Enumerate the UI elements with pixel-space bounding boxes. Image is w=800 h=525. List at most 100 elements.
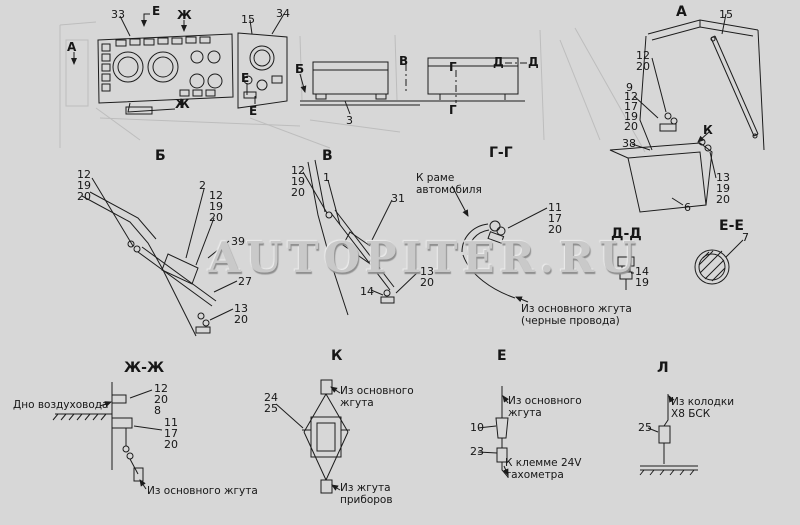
annotation: К клемме 24V тахометра <box>505 457 582 482</box>
annotation: К раме автомобиля <box>416 172 482 197</box>
section-marker: В <box>399 54 409 68</box>
part-number: 20 <box>420 276 434 289</box>
part-number: 19 <box>209 200 223 213</box>
part-number: 15 <box>719 8 733 21</box>
view-k-art <box>275 379 350 494</box>
part-number: 12 <box>209 189 223 202</box>
part-number: 15 <box>241 13 255 26</box>
part-number: 9 <box>626 81 633 94</box>
part-number: 20 <box>636 60 650 73</box>
part-number: 27 <box>238 275 252 288</box>
part-number: 14 <box>360 285 374 298</box>
view-label: Е-Е <box>719 218 744 234</box>
part-number: 19 <box>716 182 730 195</box>
view-label: Г-Г <box>489 145 513 161</box>
section-marker: Ж <box>175 97 190 111</box>
view-label: Б <box>155 148 166 164</box>
view-label: К <box>331 348 343 364</box>
part-number: 25 <box>264 402 278 415</box>
view-v-art <box>302 159 420 316</box>
section-marker: Е <box>152 4 161 18</box>
view-e-art <box>477 386 509 478</box>
part-number: 2 <box>199 179 206 192</box>
part-number: 34 <box>276 7 290 20</box>
view-zhzh-art <box>52 382 163 490</box>
part-number: 12 <box>154 382 168 395</box>
part-number: 39 <box>231 235 245 248</box>
section-marker: А <box>67 40 77 54</box>
part-number: 20 <box>164 438 178 451</box>
part-number: 1 <box>323 171 330 184</box>
part-number: 23 <box>470 445 484 458</box>
part-number: 7 <box>742 231 749 244</box>
view-l-art <box>639 394 698 476</box>
part-number: 19 <box>291 175 305 188</box>
part-number: 13 <box>716 171 730 184</box>
part-number: 24 <box>264 391 278 404</box>
section-marker: Д <box>528 55 539 69</box>
annotation: Из основного жгута (черные провода) <box>521 303 632 328</box>
part-number: 8 <box>154 404 161 417</box>
view-label: Д-Д <box>611 226 642 242</box>
part-number: 3 <box>346 114 353 127</box>
part-number: 10 <box>470 421 484 434</box>
view-dd-art <box>617 256 635 290</box>
section-marker: Е <box>249 104 258 118</box>
section-marker: Г <box>449 60 457 74</box>
part-number: 17 <box>548 212 562 225</box>
view-b-art <box>81 177 238 337</box>
part-number: 20 <box>77 190 91 203</box>
section-marker: Б <box>295 62 305 76</box>
section-marker: Ж <box>177 8 192 22</box>
part-number: 17 <box>164 427 178 440</box>
part-number: 12 <box>636 49 650 62</box>
part-number: 20 <box>548 223 562 236</box>
part-number: 20 <box>291 186 305 199</box>
view-label: А <box>676 4 687 20</box>
part-number: 6 <box>684 201 691 214</box>
part-number: 25 <box>638 421 652 434</box>
section-marker: Г <box>449 103 457 117</box>
part-number: 20 <box>154 393 168 406</box>
dashboard-panel-art <box>97 13 288 115</box>
view-label: Л <box>657 360 669 376</box>
view-ee-art <box>694 239 744 285</box>
annotation: Дно воздуховода <box>13 399 109 411</box>
section-marker-arrows <box>71 13 710 143</box>
view-label: Ж-Ж <box>124 360 165 376</box>
view-label: Е <box>497 348 507 364</box>
annotation: Из жгута приборов <box>340 482 393 507</box>
part-number: 13 <box>234 302 248 315</box>
part-number: 11 <box>548 201 562 214</box>
part-number: 13 <box>420 265 434 278</box>
annotation: Из основного жгута <box>340 385 414 410</box>
section-marker: К <box>703 123 713 137</box>
part-number: 19 <box>635 276 649 289</box>
part-number: 20 <box>624 120 638 133</box>
part-number: 20 <box>209 211 223 224</box>
part-number: 12 <box>624 90 638 103</box>
part-number: 12 <box>77 168 91 181</box>
part-number: 19 <box>77 179 91 192</box>
part-number: 38 <box>622 137 636 150</box>
annotation: Из основного жгута <box>508 395 582 420</box>
section-marker: Д <box>493 55 504 69</box>
part-number: 11 <box>164 416 178 429</box>
annotation: Из основного жгута <box>147 485 258 497</box>
part-number: 20 <box>716 193 730 206</box>
part-number: 17 <box>624 100 638 113</box>
part-number: 33 <box>111 8 125 21</box>
part-number: 14 <box>635 265 649 278</box>
part-number: 20 <box>234 313 248 326</box>
part-number: 12 <box>291 164 305 177</box>
section-marker: Е <box>241 71 250 85</box>
part-number: 19 <box>624 110 638 123</box>
unit-3-art <box>300 57 525 115</box>
watermark: AUTOPITER.RU <box>208 233 641 282</box>
view-gg-art <box>451 185 548 303</box>
background-faint-art <box>59 21 646 153</box>
annotation: Из колодки Х8 БСК <box>671 396 735 421</box>
view-label: В <box>322 148 333 164</box>
